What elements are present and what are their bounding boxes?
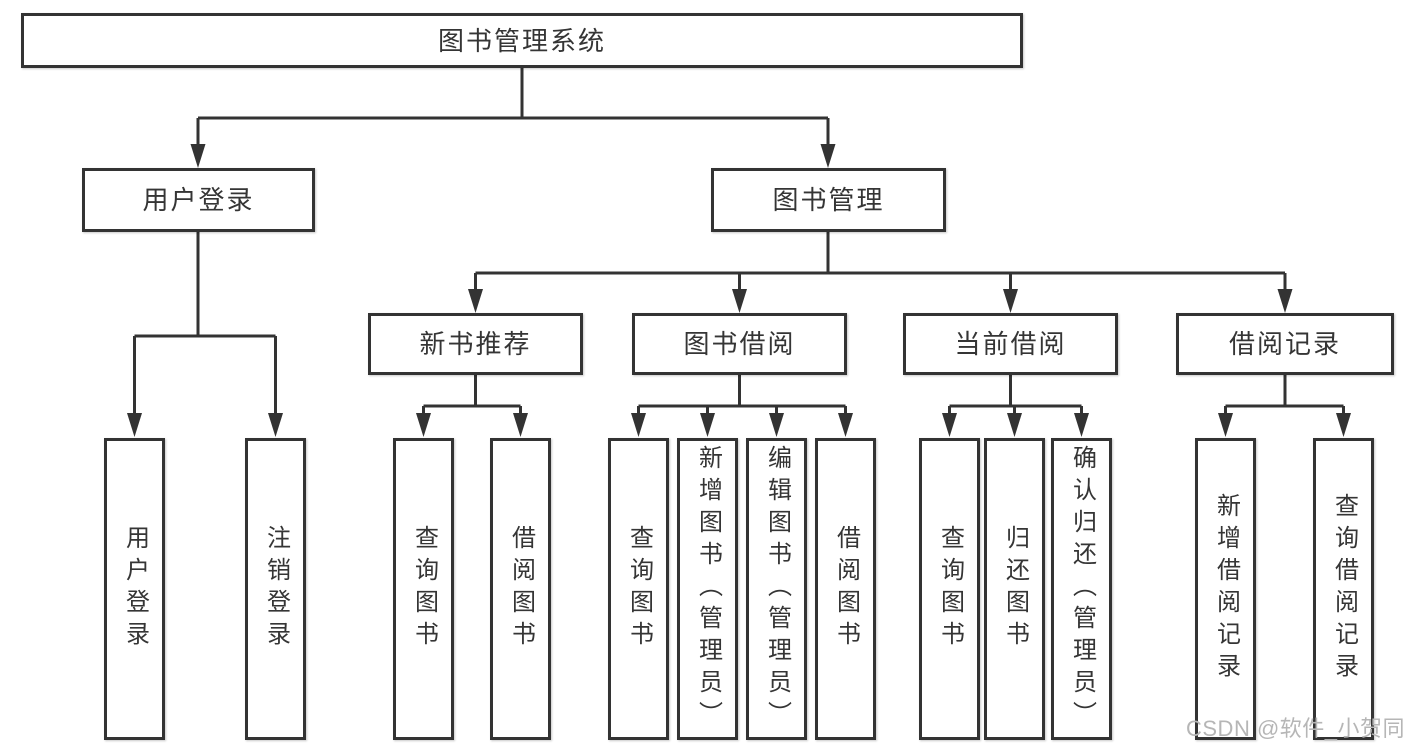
node-new-book-recommend-label: 新书推荐 xyxy=(419,329,532,359)
node-borrow-records: 借阅记录 xyxy=(1176,313,1394,375)
leaf-add-books-admin: 新增图书（管理员） xyxy=(677,438,738,740)
leaf-borrow-books-borrow: 借阅图书 xyxy=(815,438,876,740)
watermark: CSDN @软件_小贺同学 xyxy=(1186,716,1405,741)
leaf-query-books-newbook-label: 查询图书 xyxy=(410,525,438,653)
node-current-borrow-label: 当前借阅 xyxy=(954,329,1067,359)
leaf-confirm-return-admin: 确认归还（管理员） xyxy=(1051,438,1112,740)
leaf-return-books-label: 归还图书 xyxy=(1001,525,1029,653)
leaf-borrow-books-newbook: 借阅图书 xyxy=(490,438,551,740)
leaf-borrow-books-newbook-label: 借阅图书 xyxy=(507,525,535,653)
leaf-edit-books-admin: 编辑图书（管理员） xyxy=(746,438,807,740)
leaf-query-books-borrow-label: 查询图书 xyxy=(625,525,653,653)
leaf-user-login: 用户登录 xyxy=(104,438,165,740)
node-new-book-recommend: 新书推荐 xyxy=(368,313,583,375)
node-borrow-records-label: 借阅记录 xyxy=(1228,329,1341,359)
leaf-query-borrow-record-label: 查询借阅记录 xyxy=(1330,493,1358,685)
leaf-confirm-return-admin-label: 确认归还（管理员） xyxy=(1068,445,1096,733)
leaf-edit-books-admin-label: 编辑图书（管理员） xyxy=(763,445,791,733)
leaf-borrow-books-borrow-label: 借阅图书 xyxy=(832,525,860,653)
node-book-borrow: 图书借阅 xyxy=(632,313,847,375)
node-book-management: 图书管理 xyxy=(711,168,946,232)
leaf-query-borrow-record: 查询借阅记录 xyxy=(1313,438,1374,740)
leaf-query-books-newbook: 查询图书 xyxy=(393,438,454,740)
node-root-label: 图书管理系统 xyxy=(437,25,606,56)
node-user-login-label: 用户登录 xyxy=(142,185,255,215)
leaf-query-books-borrow: 查询图书 xyxy=(608,438,669,740)
node-user-login: 用户登录 xyxy=(82,168,315,232)
leaf-add-borrow-record: 新增借阅记录 xyxy=(1195,438,1256,740)
leaf-user-login-label: 用户登录 xyxy=(121,525,149,653)
leaf-add-books-admin-label: 新增图书（管理员） xyxy=(694,445,722,733)
leaf-query-books-current-label: 查询图书 xyxy=(936,525,964,653)
leaf-return-books: 归还图书 xyxy=(984,438,1045,740)
leaf-logout-login: 注销登录 xyxy=(245,438,306,740)
node-book-borrow-label: 图书借阅 xyxy=(683,329,796,359)
node-book-management-label: 图书管理 xyxy=(772,185,885,215)
node-current-borrow: 当前借阅 xyxy=(903,313,1118,375)
node-root-system: 图书管理系统 xyxy=(21,13,1023,68)
leaf-logout-login-label: 注销登录 xyxy=(262,525,290,653)
leaf-add-borrow-record-label: 新增借阅记录 xyxy=(1212,493,1240,685)
leaf-query-books-current: 查询图书 xyxy=(919,438,980,740)
